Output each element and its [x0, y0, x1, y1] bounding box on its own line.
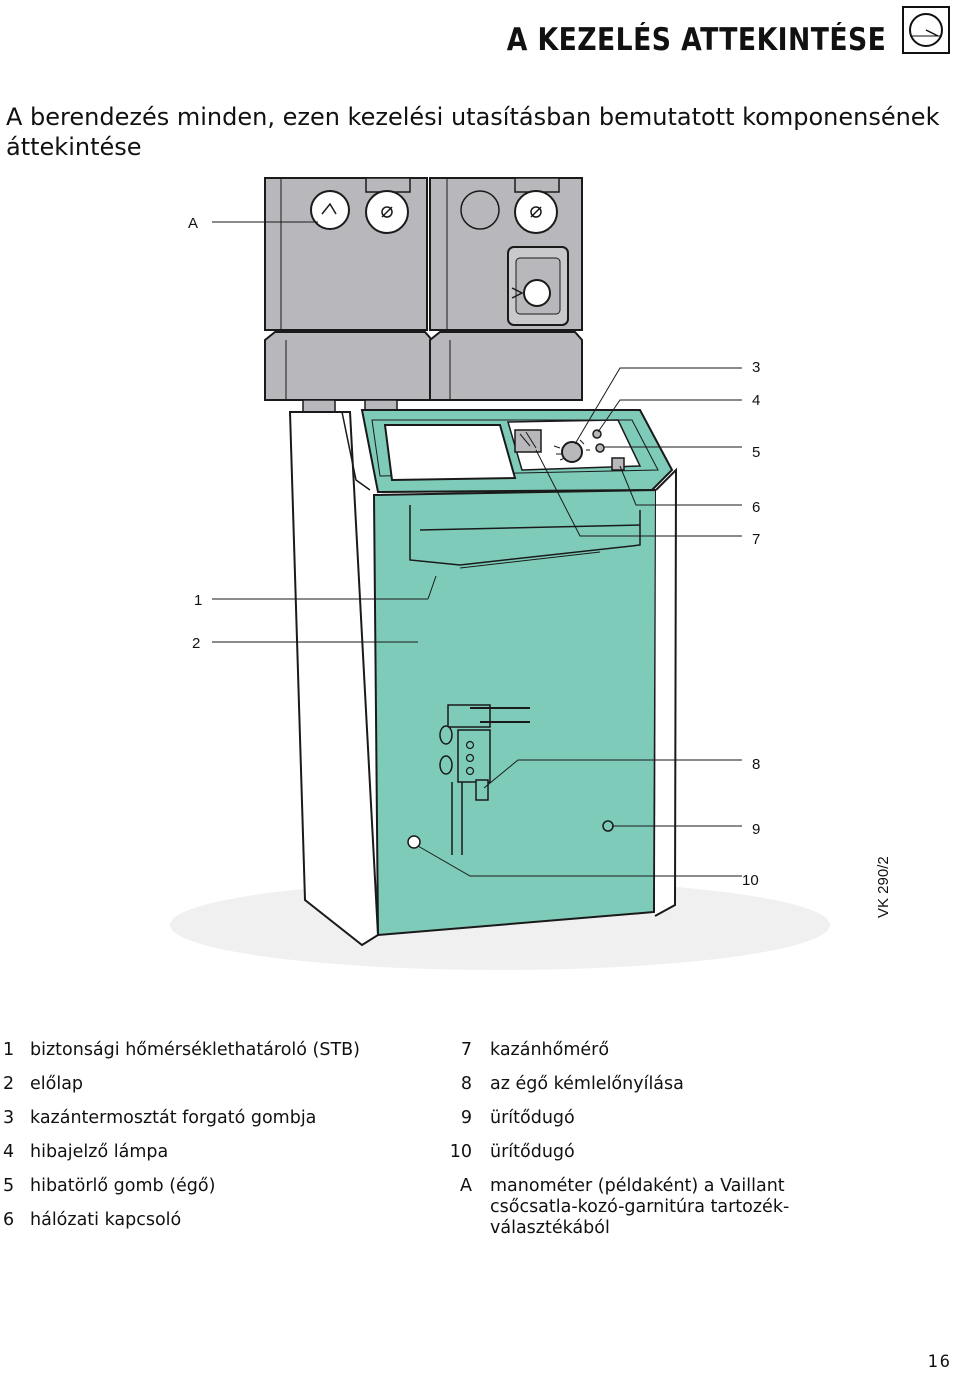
callout-6: 6	[752, 499, 760, 516]
legend-text: kazánhőmérő	[490, 1040, 610, 1060]
legend-number: 4	[3, 1142, 15, 1162]
legend-text: biztonsági hőmérséklethatároló (STB)	[30, 1040, 361, 1060]
figure-code: VK 290/2	[875, 856, 892, 918]
boiler-thermometer-display	[514, 429, 542, 453]
legend-text: hálózati kapcsoló	[30, 1210, 182, 1230]
legend-number: 1	[3, 1040, 15, 1060]
callout-4: 4	[752, 392, 760, 409]
fault-lamp	[592, 429, 602, 439]
reset-button	[595, 443, 605, 453]
legend-number: 10	[449, 1142, 472, 1162]
main-switch	[611, 457, 625, 471]
legend-text: manométer (példaként) a Vaillant csőcsat…	[490, 1176, 790, 1238]
legend-item: A manométer (példaként) a Vaillant csőcs…	[446, 1176, 956, 1239]
boiler-body	[288, 409, 678, 947]
page-title: A KEZELÉS ATTEKINTÉSE	[506, 22, 886, 58]
accessory-housing	[264, 177, 583, 413]
legend-number: 7	[460, 1040, 472, 1060]
legend-text: ürítődugó	[490, 1108, 575, 1128]
legend-text: ürítődugó	[490, 1142, 575, 1162]
burner-sight-glass	[439, 704, 530, 855]
legend-text: hibajelző lámpa	[30, 1142, 169, 1162]
legend-item: 9 ürítődugó	[446, 1108, 956, 1129]
leader-lines	[212, 221, 742, 877]
callout-5: 5	[752, 444, 760, 461]
legend-item: 7 kazánhőmérő	[446, 1040, 956, 1061]
page-number: 16	[927, 1352, 952, 1372]
pump-unit	[507, 246, 569, 326]
legend-item: 10 ürítődugó	[446, 1142, 956, 1163]
legend-number: 5	[3, 1176, 15, 1196]
instruction-book-icon	[902, 6, 950, 54]
legend-number: 3	[3, 1108, 15, 1128]
legend-item: 2 előlap	[0, 1074, 440, 1095]
callout-3: 3	[752, 359, 760, 376]
callout-2: 2	[192, 635, 200, 652]
callout-10: 10	[742, 872, 759, 889]
legend-number: 8	[460, 1074, 472, 1094]
legend-text: kazántermosztát forgató gombja	[30, 1108, 317, 1128]
legend-number: 6	[3, 1210, 15, 1230]
drain-plug-9	[602, 820, 614, 832]
manometer-gauge	[310, 190, 350, 230]
boiler-diagram: A 1 2 3 4 5 6 7 8 9 10 VK 290/2	[170, 177, 892, 970]
thermostat-knob	[561, 441, 583, 463]
legend-text: előlap	[30, 1074, 84, 1094]
blank-plug	[460, 190, 500, 230]
front-window	[383, 424, 517, 482]
front-panel	[372, 488, 658, 937]
valve-knob-2	[514, 177, 560, 234]
subtitle: A berendezés minden, ezen kezelési utasí…	[6, 103, 940, 161]
legend-item: 6 hálózati kapcsoló	[0, 1210, 440, 1231]
legend-item: 5 hibatörlő gomb (égő)	[0, 1176, 440, 1197]
legend-left: 1 biztonsági hőmérséklethatároló (STB) 2…	[0, 1040, 440, 1244]
valve-knob-1	[365, 177, 411, 234]
legend-item: 1 biztonsági hőmérséklethatároló (STB)	[0, 1040, 440, 1061]
legend-number: A	[460, 1176, 472, 1196]
legend-right: 7 kazánhőmérő 8 az égő kémlelőnyílása 9 …	[446, 1040, 956, 1252]
callout-1: 1	[194, 592, 202, 609]
legend-text: az égő kémlelőnyílása	[490, 1074, 684, 1094]
callout-A: A	[188, 215, 198, 232]
drain-plug-10	[407, 835, 421, 849]
legend-item: 8 az égő kémlelőnyílása	[446, 1074, 956, 1095]
legend-number: 9	[460, 1108, 472, 1128]
legend-item: 3 kazántermosztát forgató gombja	[0, 1108, 440, 1129]
callout-9: 9	[752, 821, 760, 838]
callout-7: 7	[752, 531, 760, 548]
legend-number: 2	[3, 1074, 15, 1094]
legend-item: 4 hibajelző lámpa	[0, 1142, 440, 1163]
legend-text: hibatörlő gomb (égő)	[30, 1176, 216, 1196]
callout-8: 8	[752, 756, 760, 773]
